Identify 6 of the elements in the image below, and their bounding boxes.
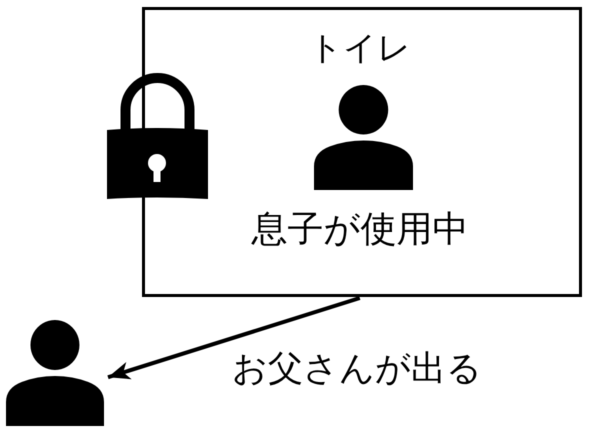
box-title: トイレ	[309, 30, 411, 66]
edge-label: お父さんが出る	[232, 350, 482, 388]
person-icon	[6, 320, 104, 426]
toilet-box	[142, 7, 582, 297]
arrow	[107, 296, 360, 380]
status-text: 息子が使用中	[252, 210, 468, 250]
